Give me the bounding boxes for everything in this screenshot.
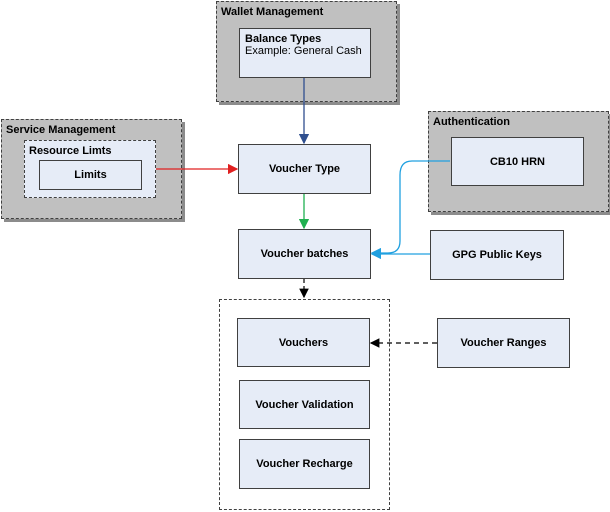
voucher-ranges-node: Voucher Ranges bbox=[437, 318, 570, 368]
authentication-group: Authentication CB10 HRN bbox=[428, 111, 609, 212]
voucher-type-node: Voucher Type bbox=[238, 144, 371, 194]
balance-types-example: Example: General Cash bbox=[245, 45, 362, 57]
cb10-hrn-node: CB10 HRN bbox=[451, 137, 584, 186]
vouchers-node: Vouchers bbox=[237, 318, 370, 367]
service-management-group: Service Management Resource Limts Limits bbox=[1, 119, 182, 219]
service-management-title: Service Management bbox=[6, 124, 116, 136]
limits-node: Limits bbox=[39, 160, 142, 190]
balance-types-title: Balance Types bbox=[245, 33, 322, 45]
voucher-validation-node: Voucher Validation bbox=[239, 380, 370, 429]
balance-types-node: Balance Types Example: General Cash bbox=[239, 28, 371, 78]
gpg-public-keys-node: GPG Public Keys bbox=[430, 230, 564, 280]
voucher-recharge-node: Voucher Recharge bbox=[239, 439, 370, 489]
authentication-title: Authentication bbox=[433, 116, 510, 128]
resource-limits-title: Resource Limts bbox=[29, 145, 112, 157]
voucher-batches-node: Voucher batches bbox=[238, 229, 371, 279]
arrow-cb10-to-batches bbox=[370, 160, 450, 259]
resource-limits-box: Resource Limts Limits bbox=[24, 140, 156, 198]
wallet-management-group: Wallet Management Balance Types Example:… bbox=[216, 1, 397, 102]
wallet-management-title: Wallet Management bbox=[221, 6, 324, 18]
